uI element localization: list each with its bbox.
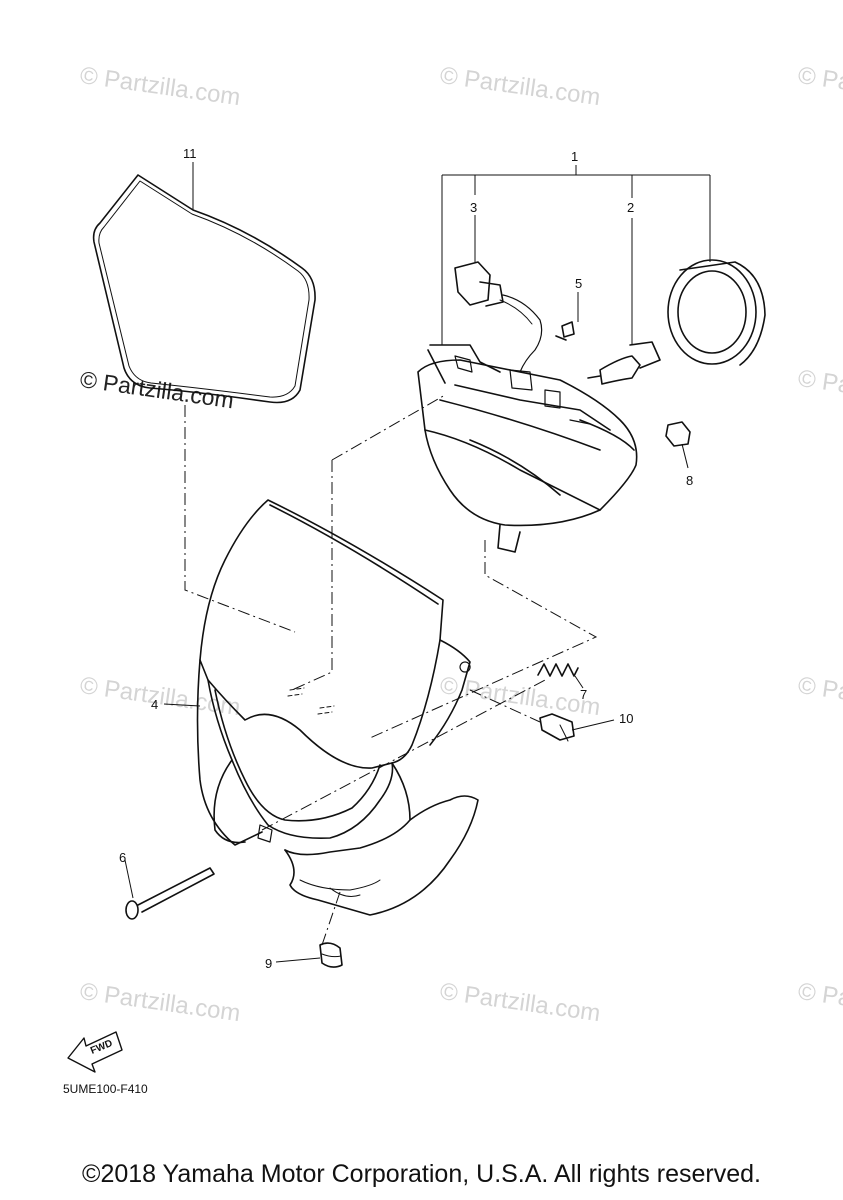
callout-2: 2: [627, 200, 635, 215]
fwd-arrow-icon: [67, 1031, 123, 1073]
part-6-long-bolt: [125, 867, 215, 920]
part-10-bolt: [539, 713, 575, 742]
part-7-spring: [537, 663, 579, 677]
part-1-ring: [667, 259, 766, 366]
callout-11: 11: [183, 146, 197, 161]
part-3-socket: [454, 261, 543, 373]
callout-5: 5: [575, 276, 583, 291]
copyright-notice: ©2018 Yamaha Motor Corporation, U.S.A. A…: [82, 1160, 761, 1188]
callout-6: 6: [119, 850, 127, 865]
part-9-grommet: [319, 942, 343, 968]
diagram-code: 5UME100-F410: [63, 1082, 148, 1096]
part-1-headlight-assembly: [417, 344, 638, 553]
callout-3: 3: [470, 200, 478, 215]
callout-1: 1: [571, 149, 579, 164]
callout-8: 8: [686, 473, 694, 488]
part-5-screw: [555, 321, 575, 341]
callout-7: 7: [580, 687, 588, 702]
part-4-headlight-cowl: [196, 499, 479, 916]
callout-10: 10: [619, 711, 634, 726]
assembly-lines: [184, 394, 598, 946]
part-11-lens: [92, 174, 316, 404]
fwd-label: FWD: [89, 1038, 114, 1057]
callout-9: 9: [265, 956, 273, 971]
part-8-nut: [665, 421, 691, 447]
leader-lines: [124, 162, 711, 963]
callout-4: 4: [151, 697, 159, 712]
part-2-bulb: [587, 341, 661, 385]
